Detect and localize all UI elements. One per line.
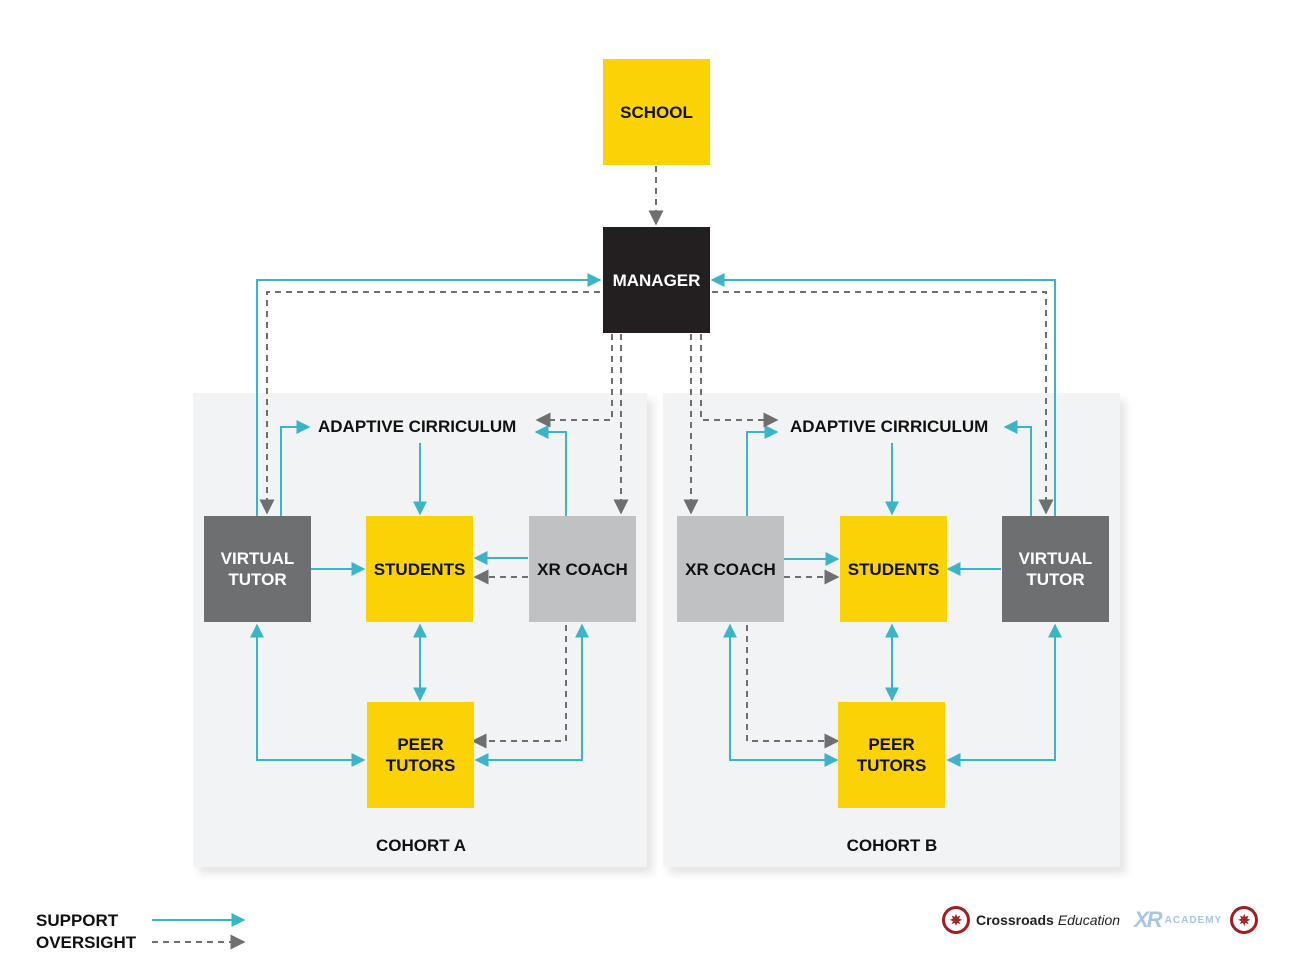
cohort-b-xr-coach-box: XR COACH: [677, 516, 784, 622]
legend-oversight-label: OVERSIGHT: [36, 933, 137, 952]
xr-b-to-peer-b-oversight: [746, 625, 840, 749]
crossroads-seal-icon: ✵: [942, 906, 970, 934]
vt-a-peer-a: [250, 623, 366, 767]
manager-to-vt-b: [712, 291, 1054, 515]
vt-b-to-curriculum-b: [1003, 420, 1032, 516]
xr-a-to-peer-a-oversight: [471, 625, 567, 749]
cohort-b-virtual-tutor-box: VIRTUAL TUTOR: [1002, 516, 1109, 622]
vt-a-to-curriculum-a: [280, 420, 311, 516]
cohort-b-students-box: STUDENTS: [840, 516, 947, 622]
cohort-a-xr-coach-box: XR COACH: [529, 516, 636, 622]
brand-name: Crossroads: [976, 912, 1054, 928]
cohort-a-students-box: STUDENTS: [366, 516, 473, 622]
manager-to-vt-a: [259, 291, 600, 515]
cohort-b-curriculum-label: ADAPTIVE CIRRICULUM: [790, 417, 989, 436]
support-lines: [152, 273, 1062, 927]
crossroads-seal-icon-right: ✵: [1230, 906, 1259, 934]
legend-support-label: SUPPORT: [36, 911, 119, 930]
brand-sub: Education: [1057, 912, 1121, 928]
cohort-a-curriculum-label: ADAPTIVE CIRRICULUM: [318, 417, 517, 436]
oversight-lines: [152, 166, 1054, 950]
cohort-a-label: COHORT A: [375, 836, 467, 855]
xr-academy-word: ACADEMY: [1164, 914, 1223, 926]
manager-to-curriculum-b: [700, 334, 779, 428]
vt-a-to-manager: [256, 273, 602, 516]
branding: ✵ Crossroads Education XR ACADEMY ✵: [942, 906, 1259, 934]
manager-to-curriculum-a: [535, 334, 613, 428]
vt-b-peer-b: [946, 623, 1062, 767]
cohort-b-peer-tutors-box: PEER TUTORS: [838, 702, 945, 808]
xr-academy-logo-icon: XR: [1134, 907, 1163, 932]
cohort-a-virtual-tutor-box: VIRTUAL TUTOR: [204, 516, 311, 622]
xr-a-peer-a: [474, 623, 589, 767]
manager-box: MANAGER: [603, 227, 710, 333]
vt-b-to-manager: [710, 273, 1056, 516]
xr-a-to-curriculum-a: [534, 425, 567, 516]
school-box: SCHOOL: [603, 59, 710, 165]
cohort-b-label: COHORT B: [846, 836, 938, 855]
cohort-a-peer-tutors-box: PEER TUTORS: [367, 702, 474, 808]
xr-b-peer-b: [723, 623, 839, 767]
xr-b-to-curriculum-b: [746, 425, 779, 516]
